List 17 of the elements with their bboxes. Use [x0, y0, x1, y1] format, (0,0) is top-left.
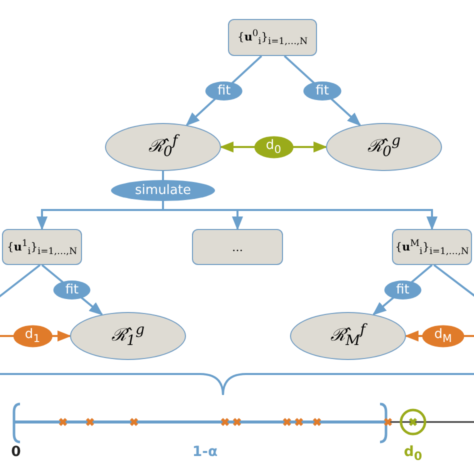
edge-label: fit — [205, 81, 243, 100]
arrow — [162, 201, 438, 230]
edge-label: d$_{0}$ — [254, 136, 294, 158]
sample-set-box: … — [192, 229, 283, 265]
axis-label: d$_{0}$ — [404, 444, 422, 463]
edge-label: fit — [384, 280, 422, 300]
edge-label: fit — [53, 280, 91, 300]
edge-label: d$_{1}$ — [12, 325, 52, 347]
sample-set-box: {u$^{0}$$_{i}$}$_{i=1,…,N}$ — [228, 19, 317, 56]
edge-label: d$_{M}$ — [422, 325, 464, 347]
process-ellipse: simulate — [111, 180, 215, 201]
sample-set-box: {u$^{M}$$_{i}$}$_{i=1,…,N}$ — [392, 229, 472, 265]
sample-set-box: {u$^{1}$$_{i}$}$_{i=1,…,N}$ — [2, 229, 82, 265]
axis-label: 0 — [11, 444, 21, 460]
axis-label: 1-α — [192, 444, 218, 460]
edge-label: fit — [304, 81, 341, 100]
connector-line — [162, 171, 164, 180]
